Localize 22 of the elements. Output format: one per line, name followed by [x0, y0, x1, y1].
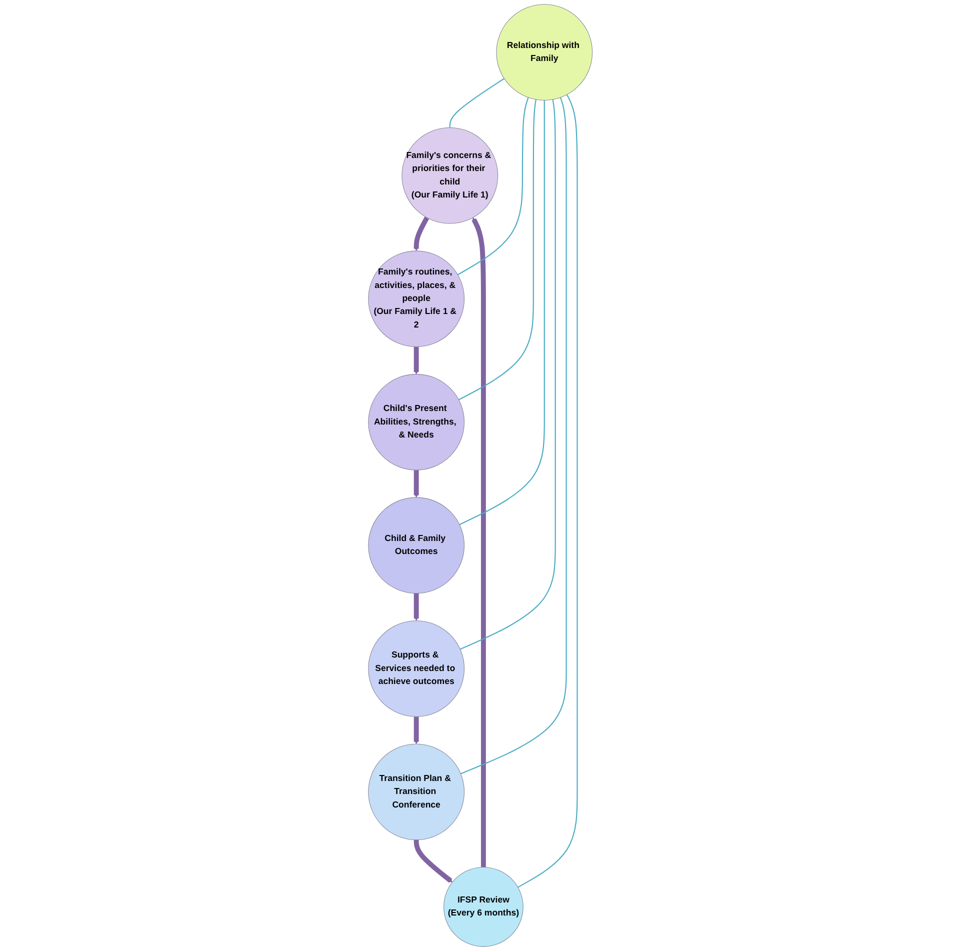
connector [518, 94, 578, 888]
arrow [472, 217, 486, 868]
node-circle: Relationship with Family [496, 4, 593, 101]
node-circle: Child & Family Outcomes [368, 497, 465, 594]
arrow [414, 593, 419, 621]
arrow [414, 840, 453, 883]
node-circle: Family's routines, activities, places, & people (Our Family Life 1 & 2 [368, 250, 465, 348]
node-circle: Child's Present Abilities, Strengths, & Needs [368, 374, 465, 470]
connector [458, 99, 537, 400]
connector [460, 99, 556, 650]
arrow [414, 716, 419, 744]
arrow [414, 346, 419, 374]
node-circle: Family's concerns & priorities for their child (Our Family Life 1) [402, 127, 498, 224]
node-circle: Supports & Services needed to achieve outcomes [368, 620, 465, 717]
connector [458, 97, 529, 276]
connector [449, 78, 505, 128]
arrow [414, 470, 419, 498]
connector [460, 97, 567, 774]
arrow [414, 216, 430, 252]
node-circle: IFSP Review (Every 6 months) [444, 867, 524, 947]
node-circle: Transition Plan & Transition Conference [368, 744, 465, 840]
connector [459, 100, 546, 526]
